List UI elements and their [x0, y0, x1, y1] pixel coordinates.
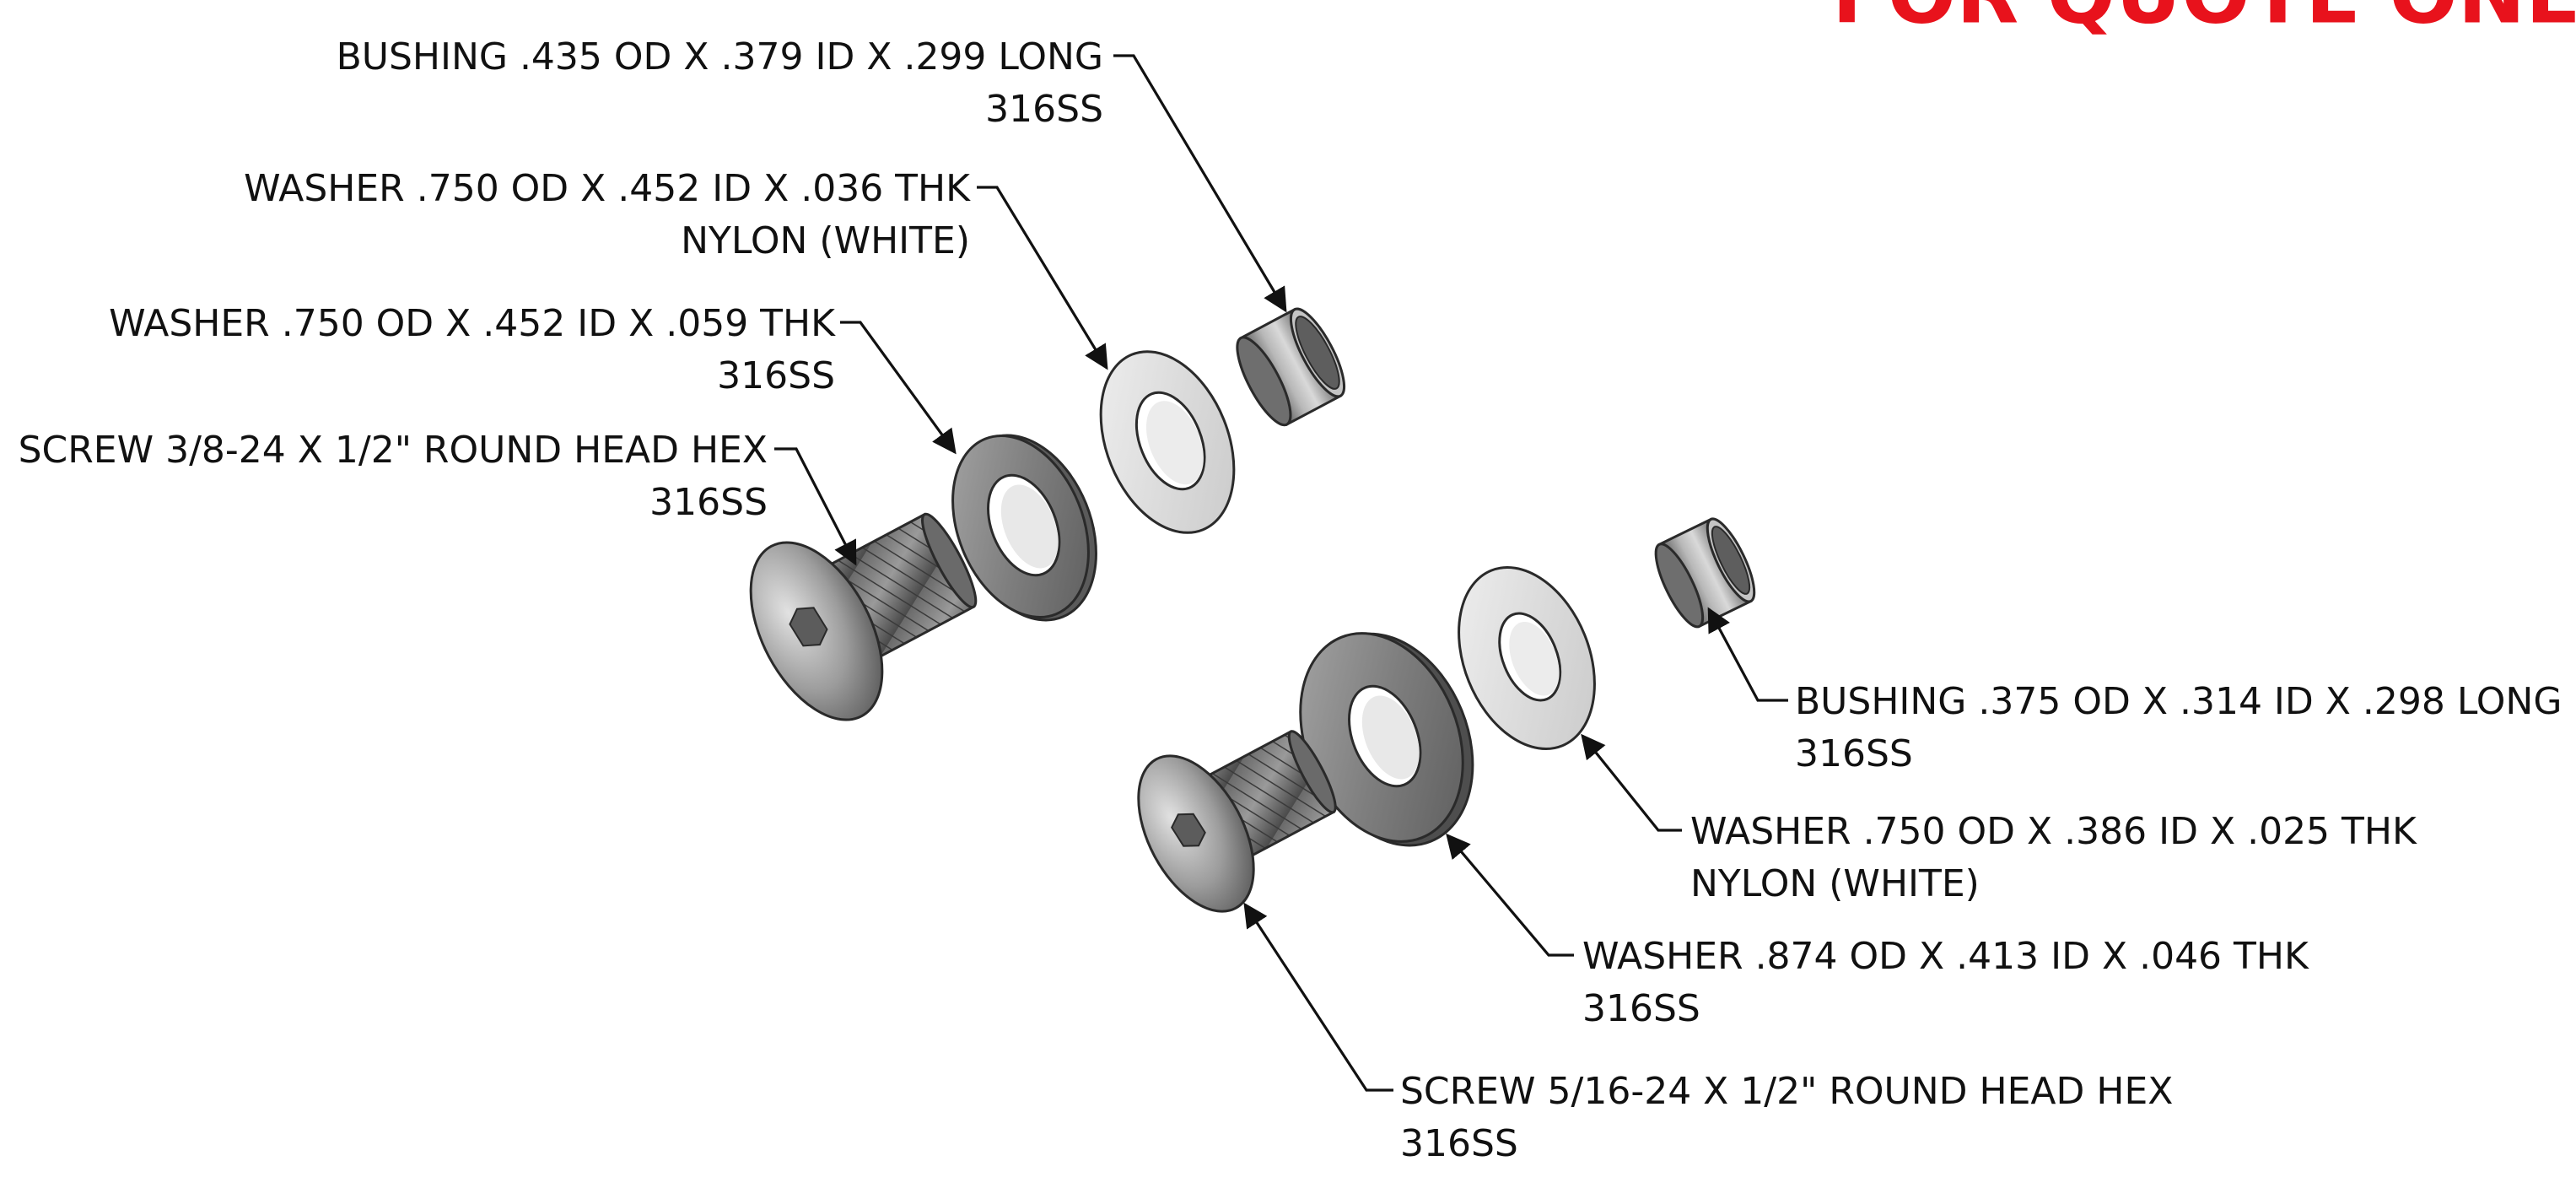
leader-screw-38: [774, 447, 857, 566]
washer-icon: [1299, 632, 1474, 847]
callout-line1: WASHER .750 OD X .452 ID X .059 THK: [109, 302, 836, 345]
callout-bushing-375: BUSHING .375 OD X .314 ID X .298 LONG 31…: [1795, 680, 2562, 775]
callout-line2: 316SS: [1795, 732, 1913, 775]
bushing-icon: [1654, 517, 1756, 629]
leader-bushing-375: [1707, 607, 1788, 702]
washer-icon: [1099, 350, 1236, 534]
callout-line1: WASHER .750 OD X .452 ID X .036 THK: [244, 167, 971, 210]
washer-icon: [951, 434, 1097, 622]
callout-line1: SCREW 3/8-24 X 1/2" ROUND HEAD HEX: [19, 429, 768, 472]
callout-line2: 316SS: [1582, 987, 1700, 1030]
callout-washer-025: WASHER .750 OD X .386 ID X .025 THK NYLO…: [1690, 810, 2417, 905]
callout-line2: 316SS: [649, 481, 768, 524]
button-head-screw-icon: [1137, 730, 1337, 913]
callout-line1: SCREW 5/16-24 X 1/2" ROUND HEAD HEX: [1400, 1070, 2173, 1113]
bushing-icon: [1236, 307, 1346, 427]
leader-washer-046: [1446, 833, 1574, 957]
callout-line2: 316SS: [985, 88, 1103, 131]
callout-bushing-435: BUSHING .435 OD X .379 ID X .299 LONG 31…: [337, 35, 1103, 131]
washer-icon: [1458, 566, 1596, 750]
leader-screw-516: [1243, 902, 1393, 1092]
leader-washer-059: [840, 321, 957, 455]
callout-line1: BUSHING .435 OD X .379 ID X .299 LONG: [337, 35, 1103, 78]
leader-washer-025: [1581, 733, 1682, 832]
callout-screw-38: SCREW 3/8-24 X 1/2" ROUND HEAD HEX 316SS: [19, 429, 768, 524]
callout-washer-046: WASHER .874 OD X .413 ID X .046 THK 316S…: [1582, 935, 2309, 1030]
callout-line2: NYLON (WHITE): [681, 219, 970, 262]
callout-washer-059: WASHER .750 OD X .452 ID X .059 THK 316S…: [109, 302, 836, 397]
button-head-screw-icon: [749, 512, 978, 721]
quote-only-stamp: FOR QUOTE ONLY: [1832, 0, 2576, 41]
leader-bushing-435: [1113, 54, 1287, 313]
callout-line2: NYLON (WHITE): [1690, 862, 1980, 905]
callout-line1: BUSHING .375 OD X .314 ID X .298 LONG: [1795, 680, 2562, 723]
callout-washer-036: WASHER .750 OD X .452 ID X .036 THK NYLO…: [244, 167, 971, 262]
callout-line1: WASHER .750 OD X .386 ID X .025 THK: [1690, 810, 2417, 853]
callout-screw-516: SCREW 5/16-24 X 1/2" ROUND HEAD HEX 316S…: [1400, 1070, 2173, 1165]
callout-line2: 316SS: [1400, 1122, 1518, 1165]
callout-line1: WASHER .874 OD X .413 ID X .046 THK: [1582, 935, 2309, 978]
callout-line2: 316SS: [717, 354, 835, 397]
leader-washer-036: [977, 186, 1108, 370]
